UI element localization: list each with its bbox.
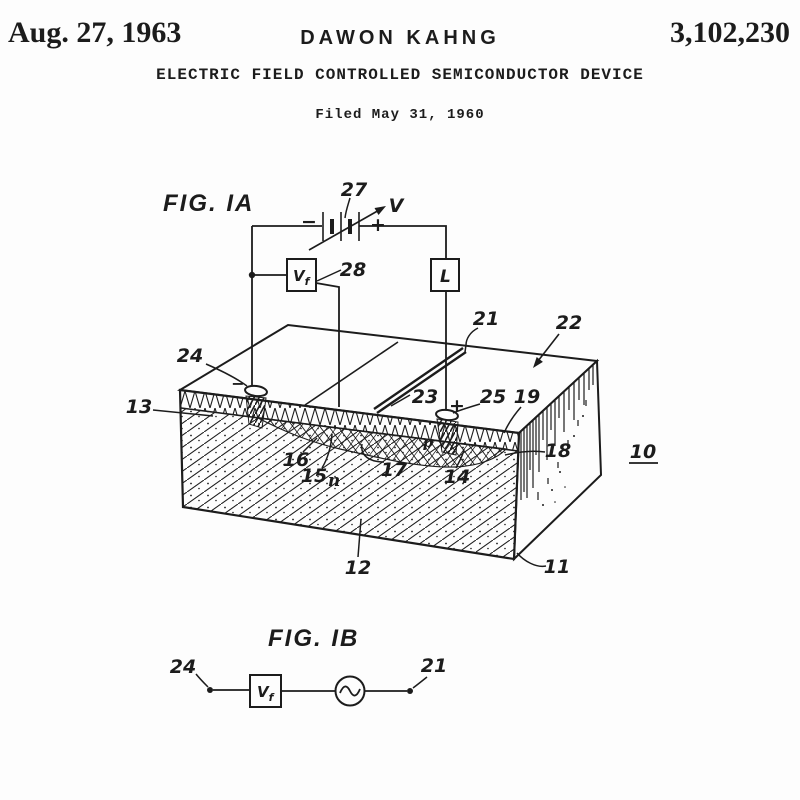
leader-19 [503, 406, 522, 434]
battery-symbol [322, 212, 360, 241]
leader-12 [357, 518, 362, 558]
load-box-label: L [440, 267, 451, 287]
leader-13 [152, 409, 214, 417]
leader-23 [390, 394, 411, 407]
ref-1b-24-label: 24 [170, 656, 196, 678]
battery-plus-sign: + [370, 214, 386, 236]
vf-source-box-1b [249, 674, 282, 708]
load-box [430, 258, 460, 292]
ref-15-label: 15 [301, 465, 327, 487]
inventor-name: DAWON KAHNG [300, 27, 500, 49]
sine-wave-glyph [339, 685, 361, 697]
leader-lines [152, 197, 547, 568]
vf-box-1b-label: Vf [257, 683, 275, 704]
ref-27-label: 27 [341, 179, 368, 201]
leader-24 [205, 363, 248, 387]
fig1b-labels: 24 21 [170, 655, 447, 678]
leader-17 [361, 443, 385, 463]
ref-1b-21-label: 21 [421, 655, 447, 677]
fig1b-title: FIG. IB [268, 625, 359, 652]
source-diffusion [245, 395, 267, 429]
ref-12-label: 12 [345, 557, 371, 579]
right-face-fringe [520, 364, 594, 500]
leader-15 [321, 433, 333, 469]
ref-17-label: 17 [381, 459, 408, 481]
leader-28 [316, 269, 342, 282]
fig1a-labels: 27 V − + 28 24 − 13 23 + 25 19 21 22 18 … [126, 179, 656, 579]
ref-23-label: 23 [412, 386, 438, 408]
p-region-label: p [423, 433, 434, 451]
thin-oxide-boundary [304, 341, 399, 406]
fig1b-group: FIG. IB Vf 24 21 [170, 625, 447, 708]
left-terminal-dot [207, 687, 213, 693]
fig1b-leaders [195, 673, 428, 689]
wire-battery-to-load [359, 225, 447, 259]
ref-28-label: 28 [340, 259, 366, 281]
variable-voltage-arrow [308, 206, 386, 251]
battery-minus-sign: − [301, 211, 317, 233]
ref-21-label: 21 [473, 308, 499, 330]
ref-11-label: 11 [544, 556, 570, 578]
leader-18 [504, 450, 546, 456]
n-region-label: n [328, 471, 340, 491]
wire-vf-to-gate [315, 282, 340, 407]
block-front-outline [178, 388, 521, 561]
ref-24-label: 24 [177, 345, 203, 367]
leader-1b-21 [412, 676, 428, 689]
ref-13-label: 13 [126, 396, 152, 418]
vf-source-box [286, 258, 317, 292]
ref-19-label: 19 [514, 386, 540, 408]
ref-25-label: 25 [480, 386, 506, 408]
arrow-22 [533, 333, 560, 368]
leader-21 [464, 327, 479, 353]
gate-strip [373, 347, 467, 414]
fig1b-wires [213, 689, 407, 692]
vf-box-label: Vf [293, 267, 311, 288]
leader-27 [344, 197, 351, 219]
filing-date: Filed May 31, 1960 [315, 107, 485, 123]
circuit-wires [251, 225, 447, 411]
fig1a-group: FIG. IA [126, 179, 658, 579]
ref-14-label: 14 [444, 466, 470, 488]
leader-1b-24 [195, 673, 209, 688]
leader-16 [302, 437, 318, 453]
leader-14 [455, 448, 465, 469]
patent-title: ELECTRIC FIELD CONTROLLED SEMICONDUCTOR … [156, 66, 644, 84]
leader-25 [452, 403, 481, 414]
voltage-label: V [389, 195, 405, 217]
ref-22-label: 22 [556, 312, 582, 334]
ref-16-label: 16 [283, 449, 309, 471]
patent-number: 3,102,230 [670, 16, 790, 49]
source-contact [244, 384, 268, 398]
wire-junction-dot [248, 271, 256, 279]
ref-18-label: 18 [545, 440, 571, 462]
patent-date: Aug. 27, 1963 [8, 16, 182, 49]
drain-plus-sign: + [449, 395, 465, 417]
source-minus-sign: − [231, 374, 244, 393]
fig1a-title: FIG. IA [163, 190, 254, 217]
right-terminal-dot [407, 688, 413, 694]
drain-contact [435, 408, 459, 422]
right-face-stipple [542, 415, 584, 506]
ref-10-label: 10 [630, 441, 656, 463]
diffused-region [257, 417, 508, 468]
leader-11 [516, 552, 547, 568]
